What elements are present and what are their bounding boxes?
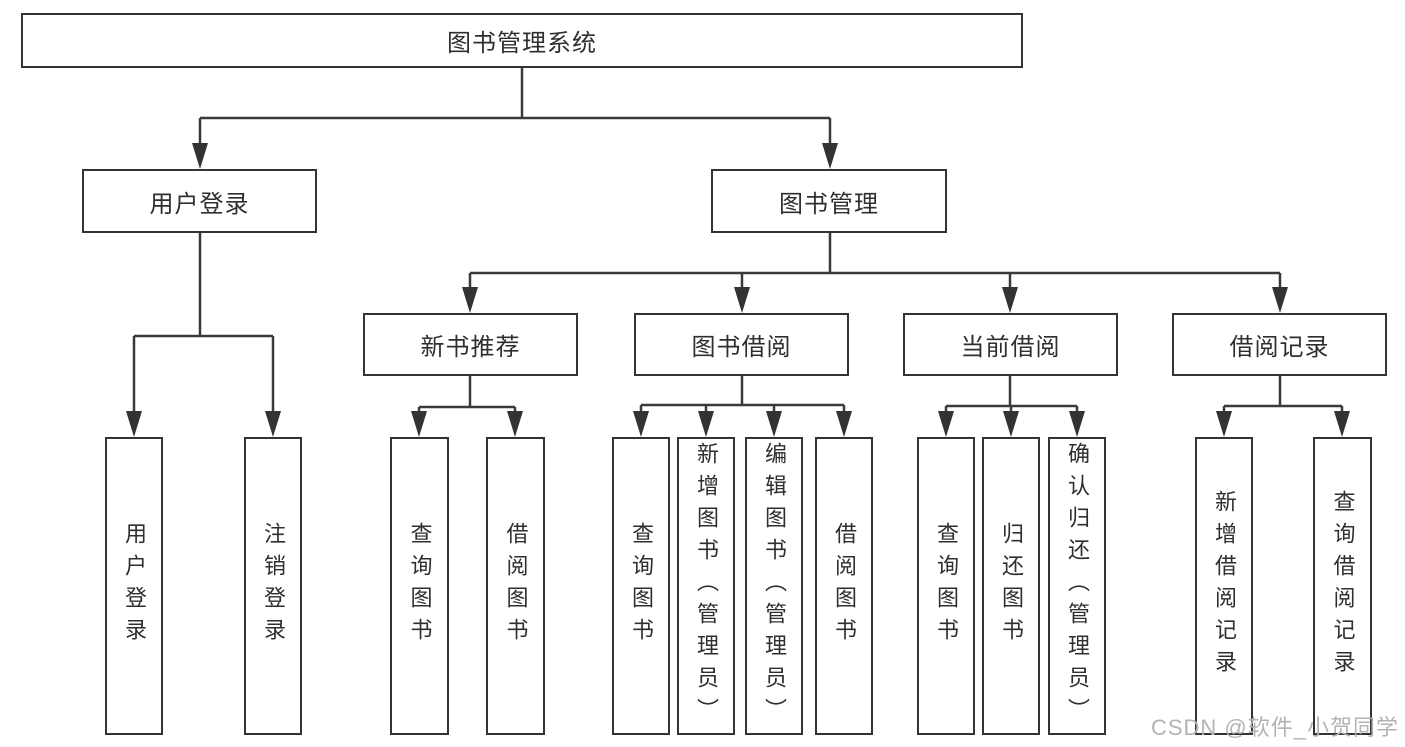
node-user-login: 用户登录	[82, 169, 317, 233]
leaf-label: 查询图书	[407, 522, 433, 650]
node-current-borrowing: 当前借阅	[903, 313, 1118, 376]
leaf-query-borrow-record: 查询借阅记录	[1313, 437, 1372, 735]
node-label: 用户登录	[149, 190, 250, 218]
leaf-query-books-borrow: 查询图书	[612, 437, 670, 735]
leaf-label: 确认归还（管理员）	[1065, 442, 1090, 730]
leaf-label: 查询图书	[934, 522, 959, 650]
node-label: 借阅记录	[1229, 334, 1330, 361]
leaf-label: 归还图书	[999, 522, 1024, 650]
leaf-label: 注销登录	[261, 522, 286, 650]
node-library-management-system: 图书管理系统	[21, 13, 1023, 68]
node-new-book-recommend: 新书推荐	[363, 313, 578, 376]
leaf-query-books-recommend: 查询图书	[390, 437, 449, 735]
node-book-management: 图书管理	[711, 169, 947, 233]
leaf-query-books-current: 查询图书	[917, 437, 975, 735]
leaf-confirm-return-admin: 确认归还（管理员）	[1048, 437, 1106, 735]
leaf-label: 新增图书（管理员）	[694, 442, 719, 730]
leaf-label: 借阅图书	[503, 522, 529, 650]
node-label: 新书推荐	[420, 334, 521, 361]
node-label: 当前借阅	[960, 334, 1061, 361]
node-label: 图书借阅	[691, 334, 792, 361]
leaf-label: 查询图书	[629, 522, 654, 650]
leaf-label: 查询借阅记录	[1330, 490, 1356, 682]
leaf-logout: 注销登录	[244, 437, 302, 735]
node-borrowing-records: 借阅记录	[1172, 313, 1387, 376]
leaf-add-borrow-record: 新增借阅记录	[1195, 437, 1253, 735]
leaf-borrow-books: 借阅图书	[815, 437, 873, 735]
leaf-add-books-admin: 新增图书（管理员）	[677, 437, 735, 735]
leaf-label: 用户登录	[122, 522, 147, 650]
leaf-label: 新增借阅记录	[1212, 490, 1237, 682]
node-label: 图书管理	[779, 190, 879, 218]
leaf-label: 借阅图书	[832, 522, 857, 650]
node-book-borrowing: 图书借阅	[634, 313, 849, 376]
leaf-edit-books-admin: 编辑图书（管理员）	[745, 437, 803, 735]
leaf-user-login: 用户登录	[105, 437, 163, 735]
leaf-return-books: 归还图书	[982, 437, 1040, 735]
leaf-label: 编辑图书（管理员）	[762, 442, 787, 730]
leaf-borrow-books-recommend: 借阅图书	[486, 437, 545, 735]
node-label: 图书管理系统	[447, 30, 597, 57]
